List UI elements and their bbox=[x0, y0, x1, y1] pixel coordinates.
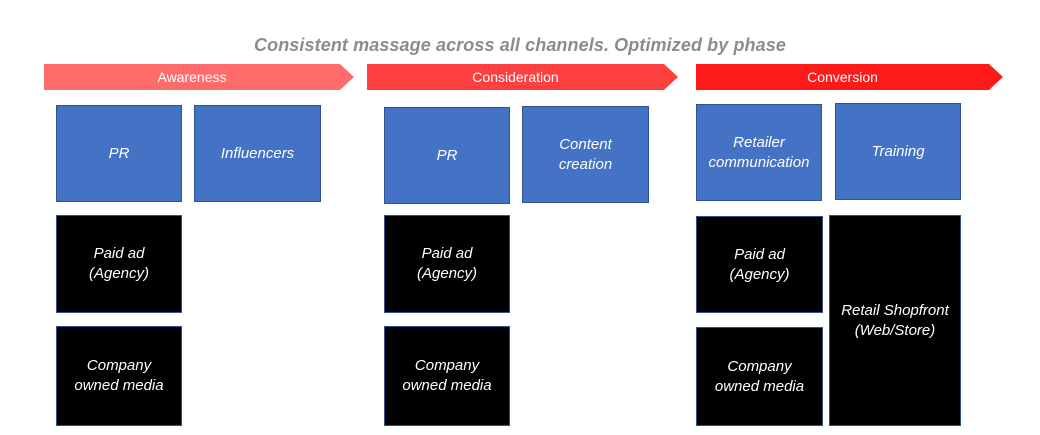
consideration-company-media-box: Company owned media bbox=[384, 326, 510, 426]
phase-consideration-label: Consideration bbox=[472, 69, 559, 85]
consideration-paid-ad-box: Paid ad (Agency) bbox=[384, 215, 510, 313]
phase-consideration-arrow: Consideration bbox=[367, 64, 678, 90]
awareness-company-media-box: Company owned media bbox=[56, 326, 182, 426]
phase-awareness-label: Awareness bbox=[157, 69, 227, 85]
phase-awareness-arrow: Awareness bbox=[44, 64, 354, 90]
conversion-retailer-communication-box: Retailer communication bbox=[696, 104, 822, 201]
phase-conversion-label: Conversion bbox=[807, 69, 878, 85]
conversion-retail-shopfront-box: Retail Shopfront (Web/Store) bbox=[829, 215, 961, 426]
conversion-company-media-box: Company owned media bbox=[696, 327, 823, 426]
phase-conversion-arrow: Conversion bbox=[696, 64, 1003, 90]
conversion-training-box: Training bbox=[835, 103, 961, 200]
conversion-paid-ad-box: Paid ad (Agency) bbox=[696, 216, 823, 313]
consideration-pr-box: PR bbox=[384, 107, 510, 204]
consideration-content-creation-box: Content creation bbox=[522, 106, 649, 203]
awareness-pr-box: PR bbox=[56, 105, 182, 202]
awareness-paid-ad-box: Paid ad (Agency) bbox=[56, 215, 182, 313]
awareness-influencers-box: Influencers bbox=[194, 105, 321, 202]
diagram-title: Consistent massage across all channels. … bbox=[254, 35, 786, 55]
